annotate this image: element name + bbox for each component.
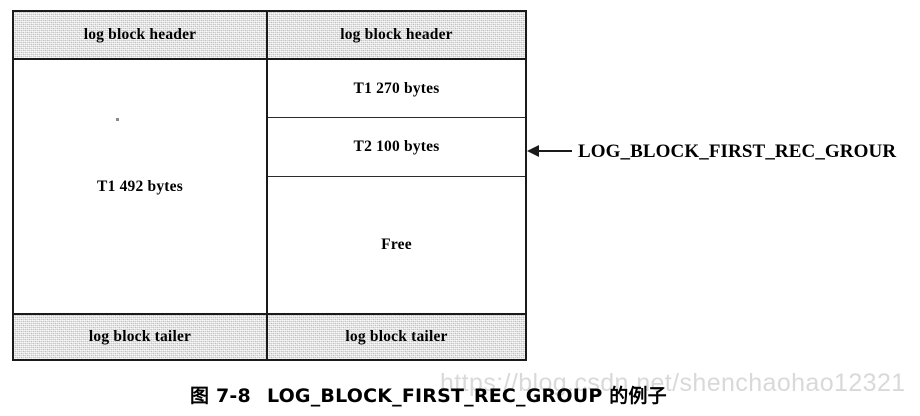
arrow-shaft [538, 150, 572, 152]
figure-caption: 图 7-8 LOG_BLOCK_FIRST_REC_GROUP 的例子 [190, 381, 667, 408]
cell-right-free: Free [268, 177, 525, 313]
cell-right-t2-100-bytes: T2 100 bytes [268, 118, 525, 177]
figure-number: 图 7-8 [190, 385, 251, 407]
cell-right-t1-270-bytes: T1 270 bytes [268, 60, 525, 118]
right-log-block-column: log block header T1 270 bytes T2 100 byt… [268, 12, 525, 359]
cell-left-log-block-tailer: log block tailer [14, 313, 266, 359]
figure-caption-text: LOG_BLOCK_FIRST_REC_GROUP 的例子 [266, 385, 667, 407]
cell-right-log-block-tailer: log block tailer [268, 313, 525, 359]
cell-left-t1-492-bytes: T1 492 bytes [14, 60, 266, 313]
left-log-block-column: log block header T1 492 bytes log block … [14, 12, 268, 359]
scan-speck [116, 118, 119, 121]
left-arrow-icon [527, 145, 539, 157]
cell-right-log-block-header: log block header [268, 12, 525, 60]
callout-annotation: LOG_BLOCK_FIRST_REC_GROUR [527, 137, 896, 165]
cell-left-log-block-header: log block header [14, 12, 266, 60]
log-block-diagram: log block header T1 492 bytes log block … [12, 10, 527, 361]
callout-label: LOG_BLOCK_FIRST_REC_GROUR [578, 140, 897, 162]
